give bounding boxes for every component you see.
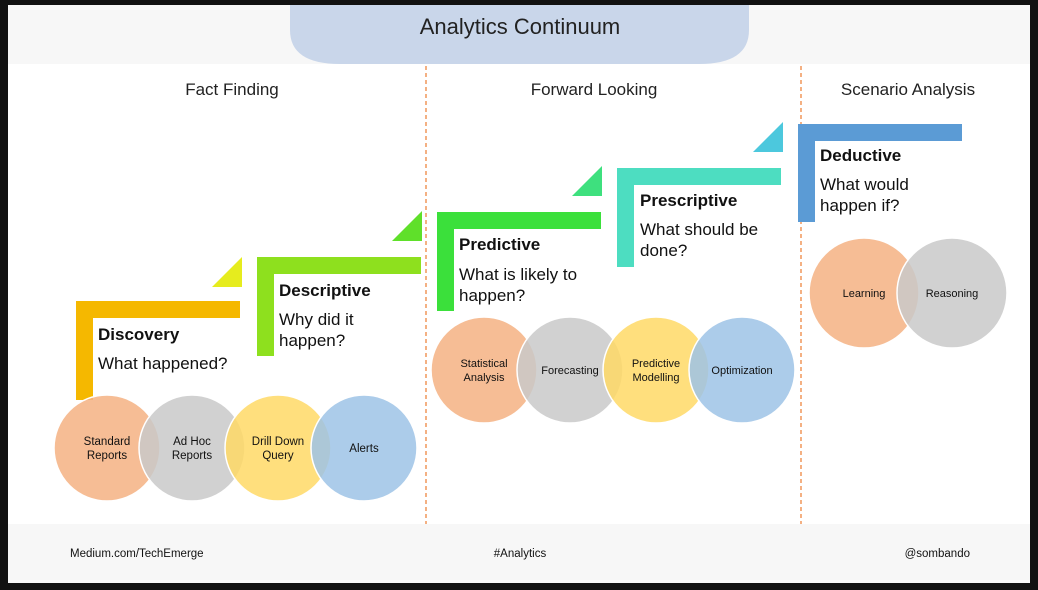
circle-group-forward-looking: Statistical Analysis Forecasting Predict… bbox=[430, 316, 796, 424]
step-heading-predictive: Predictive bbox=[459, 235, 540, 254]
footer-hashtag: #Analytics bbox=[494, 548, 547, 560]
step-question-predictive: happen? bbox=[459, 286, 525, 305]
step-heading-prescriptive: Prescriptive bbox=[640, 191, 737, 210]
step-question-deductive: happen if? bbox=[820, 196, 899, 215]
circle-label: Ad Hoc bbox=[173, 436, 211, 448]
section-label-scenario-analysis: Scenario Analysis bbox=[841, 80, 975, 99]
step-bracket-deductive bbox=[798, 124, 962, 222]
circle-label: Alerts bbox=[349, 443, 379, 455]
step-question-descriptive: happen? bbox=[279, 331, 345, 350]
page-title: Analytics Continuum bbox=[420, 14, 621, 39]
title-bubble bbox=[290, 5, 749, 64]
footer-bar bbox=[8, 524, 1030, 583]
step-question-deductive: What would bbox=[820, 175, 909, 194]
step-accent-triangle bbox=[572, 166, 602, 196]
step-bracket-discovery bbox=[76, 301, 240, 400]
step-bracket-prescriptive bbox=[617, 168, 781, 267]
step-question-descriptive: Why did it bbox=[279, 310, 354, 329]
footer-handle: @sombando bbox=[905, 548, 970, 560]
circle-label: Learning bbox=[843, 288, 886, 300]
venn-circle-reasoning bbox=[896, 237, 1008, 349]
circle-label: Modelling bbox=[632, 372, 679, 384]
venn-circle-optimization bbox=[688, 316, 796, 424]
step-question-discovery: What happened? bbox=[98, 354, 228, 373]
step-bracket-predictive bbox=[437, 212, 601, 311]
step-bracket-descriptive bbox=[257, 257, 421, 356]
circle-label: Standard bbox=[84, 436, 131, 448]
circle-label: Predictive bbox=[632, 358, 680, 370]
step-accent-triangle bbox=[392, 211, 422, 241]
step-question-prescriptive: What should be bbox=[640, 220, 758, 239]
step-accent-triangle bbox=[753, 122, 783, 152]
venn-circle-alerts bbox=[310, 394, 418, 502]
circle-label: Optimization bbox=[711, 365, 772, 377]
circle-label: Query bbox=[262, 450, 294, 462]
circle-group-fact-finding: Standard Reports Ad Hoc Reports Drill Do… bbox=[53, 394, 418, 502]
circle-label: Reasoning bbox=[926, 288, 979, 300]
step-heading-deductive: Deductive bbox=[820, 146, 901, 165]
footer-source-link: Medium.com/TechEmerge bbox=[70, 548, 204, 560]
section-label-fact-finding: Fact Finding bbox=[185, 80, 279, 99]
section-label-forward-looking: Forward Looking bbox=[531, 80, 658, 99]
circle-label: Statistical bbox=[460, 358, 507, 370]
step-question-prescriptive: done? bbox=[640, 241, 687, 260]
step-question-predictive: What is likely to bbox=[459, 265, 577, 284]
step-heading-discovery: Discovery bbox=[98, 325, 180, 344]
circle-label: Analysis bbox=[464, 372, 505, 384]
circle-label: Reports bbox=[87, 450, 128, 462]
circle-label: Drill Down bbox=[252, 436, 304, 448]
circle-label: Reports bbox=[172, 450, 213, 462]
step-heading-descriptive: Descriptive bbox=[279, 281, 371, 300]
circle-group-scenario-analysis: Learning Reasoning bbox=[808, 237, 1008, 349]
step-accent-triangle bbox=[212, 257, 242, 287]
circle-label: Forecasting bbox=[541, 365, 598, 377]
